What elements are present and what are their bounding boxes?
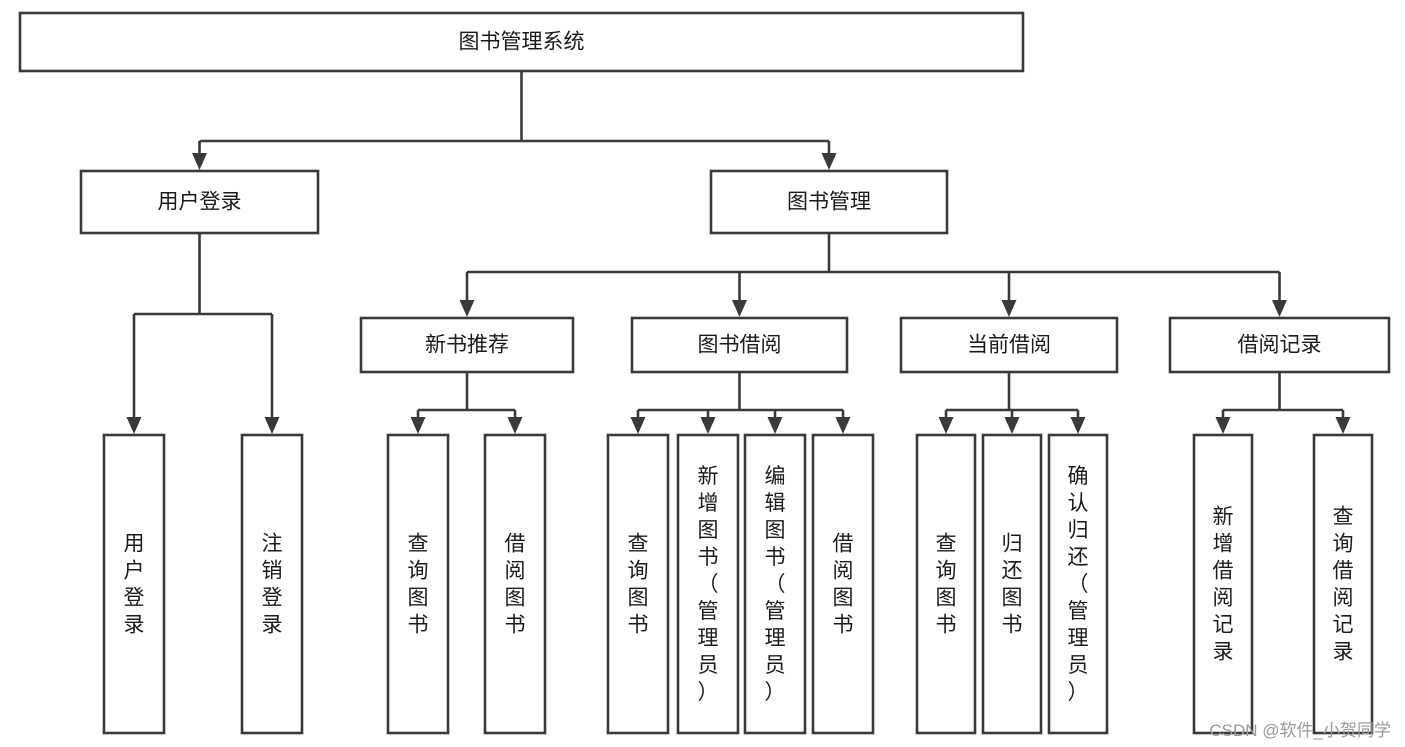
node-leaf-query-book-2[interactable]: 查询图书 bbox=[606, 433, 670, 735]
arrow-head-icon bbox=[459, 300, 475, 317]
node-leaf-edit-book[interactable]: 编辑图书（管理员） bbox=[743, 433, 807, 735]
node-leaf-query-book-3[interactable]: 查询图书 bbox=[915, 433, 977, 735]
node-current-borrow[interactable]: 当前借阅 bbox=[899, 316, 1119, 374]
node-box-leaf-borrow-book-1 bbox=[483, 433, 547, 735]
node-label-leaf-user-login: 用户登录 bbox=[124, 532, 145, 636]
node-root[interactable]: 图书管理系统 bbox=[18, 11, 1025, 73]
arrow-head-icon bbox=[732, 300, 747, 317]
node-box-book-borrow bbox=[630, 316, 849, 374]
node-label-user-login: 用户登录 bbox=[158, 191, 242, 214]
node-label-root: 图书管理系统 bbox=[459, 31, 585, 54]
arrow-head-icon bbox=[410, 417, 426, 434]
node-box-leaf-query-record bbox=[1312, 433, 1374, 735]
node-box-leaf-logout bbox=[240, 433, 304, 735]
node-label-leaf-query-record: 查询借阅记录 bbox=[1333, 505, 1354, 663]
node-box-leaf-query-book-3 bbox=[915, 433, 977, 735]
arrow-head-icon bbox=[1335, 417, 1351, 434]
node-box-leaf-edit-book bbox=[743, 433, 807, 735]
arrow-head-icon bbox=[1070, 417, 1086, 434]
node-label-leaf-query-book-3: 查询图书 bbox=[936, 532, 957, 636]
node-box-current-borrow bbox=[899, 316, 1119, 374]
arrow-head-icon bbox=[126, 417, 142, 434]
node-leaf-add-book[interactable]: 新增图书（管理员） bbox=[676, 433, 740, 735]
node-box-root bbox=[18, 11, 1025, 73]
node-new-book-recommend[interactable]: 新书推荐 bbox=[359, 316, 575, 374]
node-borrow-record[interactable]: 借阅记录 bbox=[1168, 316, 1391, 374]
node-label-leaf-add-book: 新增图书（管理员） bbox=[698, 465, 719, 704]
node-box-borrow-record bbox=[1168, 316, 1391, 374]
node-layer: 图书管理系统用户登录图书管理新书推荐图书借阅当前借阅借阅记录用户登录注销登录查询… bbox=[18, 11, 1391, 735]
node-box-leaf-add-record bbox=[1192, 433, 1254, 735]
node-label-new-book-recommend: 新书推荐 bbox=[425, 334, 509, 357]
arrow-head-icon bbox=[938, 417, 954, 434]
node-label-leaf-borrow-book-1: 借阅图书 bbox=[505, 532, 526, 636]
node-box-user-login bbox=[79, 169, 320, 235]
node-box-new-book-recommend bbox=[359, 316, 575, 374]
node-leaf-query-book-1[interactable]: 查询图书 bbox=[386, 433, 450, 735]
node-leaf-return-book[interactable]: 归还图书 bbox=[981, 433, 1043, 735]
node-label-borrow-record: 借阅记录 bbox=[1238, 334, 1322, 357]
arrow-head-icon bbox=[507, 417, 523, 434]
node-label-leaf-query-book-1: 查询图书 bbox=[408, 532, 429, 636]
arrow-head-icon bbox=[192, 153, 207, 170]
node-book-borrow[interactable]: 图书借阅 bbox=[630, 316, 849, 374]
node-box-leaf-user-login bbox=[102, 433, 166, 735]
node-label-book-borrow: 图书借阅 bbox=[698, 334, 782, 357]
node-leaf-user-login[interactable]: 用户登录 bbox=[102, 433, 166, 735]
node-book-manage[interactable]: 图书管理 bbox=[709, 169, 949, 235]
node-box-leaf-add-book bbox=[676, 433, 740, 735]
arrow-head-icon bbox=[264, 417, 280, 434]
node-leaf-add-record[interactable]: 新增借阅记录 bbox=[1192, 433, 1254, 735]
node-box-leaf-confirm-return bbox=[1047, 433, 1109, 735]
node-label-leaf-confirm-return: 确认归还（管理员） bbox=[1068, 465, 1089, 704]
node-label-leaf-add-record: 新增借阅记录 bbox=[1213, 505, 1234, 663]
arrow-head-icon bbox=[767, 417, 783, 434]
node-label-current-borrow: 当前借阅 bbox=[967, 334, 1051, 357]
arrow-head-icon bbox=[835, 417, 851, 434]
arrow-head-icon bbox=[1215, 417, 1231, 434]
node-leaf-borrow-book-1[interactable]: 借阅图书 bbox=[483, 433, 547, 735]
node-leaf-confirm-return[interactable]: 确认归还（管理员） bbox=[1047, 433, 1109, 735]
node-label-book-manage: 图书管理 bbox=[787, 191, 871, 214]
node-box-leaf-query-book-1 bbox=[386, 433, 450, 735]
arrow-head-icon bbox=[1272, 300, 1287, 317]
arrow-head-icon bbox=[821, 153, 837, 170]
node-leaf-query-record[interactable]: 查询借阅记录 bbox=[1312, 433, 1374, 735]
node-label-leaf-edit-book: 编辑图书（管理员） bbox=[765, 465, 786, 704]
node-box-book-manage bbox=[709, 169, 949, 235]
node-label-leaf-borrow-book-2: 借阅图书 bbox=[833, 532, 854, 636]
node-leaf-borrow-book-2[interactable]: 借阅图书 bbox=[811, 433, 875, 735]
arrow-head-icon bbox=[1001, 300, 1017, 317]
connector-layer bbox=[126, 71, 1351, 434]
node-leaf-logout[interactable]: 注销登录 bbox=[240, 433, 304, 735]
arrow-head-icon bbox=[700, 417, 716, 434]
arrow-head-icon bbox=[1004, 417, 1020, 434]
node-box-leaf-query-book-2 bbox=[606, 433, 670, 735]
arrow-head-icon bbox=[630, 417, 646, 434]
node-label-leaf-logout: 注销登录 bbox=[262, 532, 283, 636]
node-user-login[interactable]: 用户登录 bbox=[79, 169, 320, 235]
node-box-leaf-return-book bbox=[981, 433, 1043, 735]
node-box-leaf-borrow-book-2 bbox=[811, 433, 875, 735]
node-label-leaf-return-book: 归还图书 bbox=[1002, 532, 1023, 636]
node-label-leaf-query-book-2: 查询图书 bbox=[628, 532, 649, 636]
